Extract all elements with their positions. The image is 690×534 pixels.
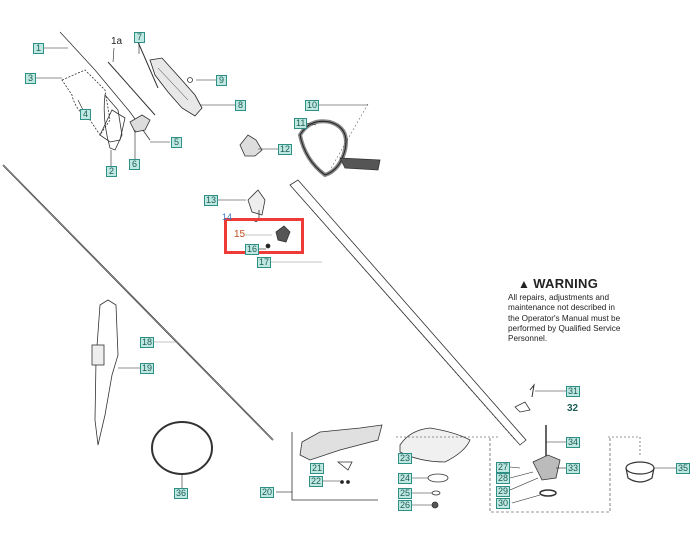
plate-part-27 xyxy=(336,461,353,471)
label-part-17[interactable]: 17 xyxy=(257,257,272,268)
knob-part-6 xyxy=(129,114,151,133)
label-part-34[interactable]: 34 xyxy=(566,437,581,448)
label-part-18[interactable]: 18 xyxy=(140,337,155,348)
nut-part-26 xyxy=(431,501,439,509)
highlight-box-part-15 xyxy=(224,218,304,254)
warning-notice: ▲WARNING All repairs, adjustments and ma… xyxy=(508,276,648,344)
label-part-20[interactable]: 20 xyxy=(260,487,275,498)
label-part-27[interactable]: 27 xyxy=(496,462,511,473)
label-part-13[interactable]: 13 xyxy=(204,195,219,206)
label-part-7[interactable]: 7 xyxy=(134,32,145,43)
label-part-11[interactable]: 11 xyxy=(294,118,308,129)
handle-grip xyxy=(339,157,381,171)
label-part-1[interactable]: 1 xyxy=(33,43,44,54)
label-part-12[interactable]: 12 xyxy=(278,144,293,155)
housing-cover-part-3 xyxy=(61,69,111,136)
label-part-10[interactable]: 10 xyxy=(305,100,320,111)
warning-line: Personnel. xyxy=(508,334,548,344)
label-part-9[interactable]: 9 xyxy=(216,75,227,86)
label-part-29[interactable]: 29 xyxy=(496,486,511,497)
label-part-32[interactable]: 32 xyxy=(567,403,579,414)
guard-part-21 xyxy=(299,424,383,461)
screw-part-9 xyxy=(187,77,193,83)
rod-part-7 xyxy=(137,41,159,89)
strap-part-19 xyxy=(94,299,119,446)
warning-body: All repairs, adjustments and maintenance… xyxy=(508,293,648,344)
label-part-14[interactable]: 14 xyxy=(222,212,233,222)
label-part-5[interactable]: 5 xyxy=(171,137,182,148)
warning-line: the Operator's Manual must be xyxy=(508,313,621,323)
warning-title: WARNING xyxy=(533,276,599,291)
label-part-35[interactable]: 35 xyxy=(676,463,690,474)
label-part-4[interactable]: 4 xyxy=(80,109,91,120)
label-part-15[interactable]: 15 xyxy=(234,229,246,240)
gearhead-part-33 xyxy=(532,454,561,481)
clip-part-32 xyxy=(514,401,531,413)
warning-line: All repairs, adjustments and xyxy=(508,293,610,302)
label-part-23[interactable]: 23 xyxy=(398,453,413,464)
label-part-24[interactable]: 24 xyxy=(398,473,413,484)
bracket-part-13 xyxy=(247,189,266,216)
label-part-26[interactable]: 26 xyxy=(398,500,413,511)
warning-line: maintenance not described in xyxy=(508,303,615,313)
knob-part-15 xyxy=(275,225,291,243)
label-part-30[interactable]: 30 xyxy=(496,498,511,509)
warning-triangle-icon: ▲ xyxy=(518,277,531,291)
housing-part-2 xyxy=(103,94,123,151)
clamp-part-12 xyxy=(239,134,263,157)
label-part-3[interactable]: 3 xyxy=(25,73,36,84)
screw-part-31 xyxy=(529,383,535,398)
label-part-8[interactable]: 8 xyxy=(235,100,246,111)
label-part-36[interactable]: 36 xyxy=(174,488,189,499)
label-part-33[interactable]: 33 xyxy=(566,463,581,474)
ring-part-36 xyxy=(151,421,213,475)
group-box-gearhead xyxy=(489,438,611,513)
seal-part-30 xyxy=(539,489,557,497)
label-part-28[interactable]: 28 xyxy=(496,473,511,484)
loop-handle-part-11 xyxy=(297,119,348,178)
label-part-19[interactable]: 19 xyxy=(140,363,155,374)
label-part-1a[interactable]: 1a xyxy=(111,36,123,47)
label-part-21[interactable]: 21 xyxy=(310,463,325,474)
label-part-6[interactable]: 6 xyxy=(129,159,140,170)
trimmer-head-part-35 xyxy=(625,461,655,475)
shaft-tube-part-17 xyxy=(289,179,527,446)
rod-part-1a xyxy=(107,61,156,116)
washer-part-24 xyxy=(427,473,449,483)
nut-part-25 xyxy=(431,490,441,496)
label-part-25[interactable]: 25 xyxy=(398,488,413,499)
warning-title-row: ▲WARNING xyxy=(518,276,648,291)
label-part-22[interactable]: 22 xyxy=(309,476,324,487)
group-box-head xyxy=(608,436,641,455)
label-part-2[interactable]: 2 xyxy=(106,166,117,177)
label-part-31[interactable]: 31 xyxy=(566,386,581,397)
label-part-16[interactable]: 16 xyxy=(245,244,260,255)
warning-line: performed by Qualified Service xyxy=(508,323,621,333)
blade-part-23 xyxy=(399,427,471,463)
